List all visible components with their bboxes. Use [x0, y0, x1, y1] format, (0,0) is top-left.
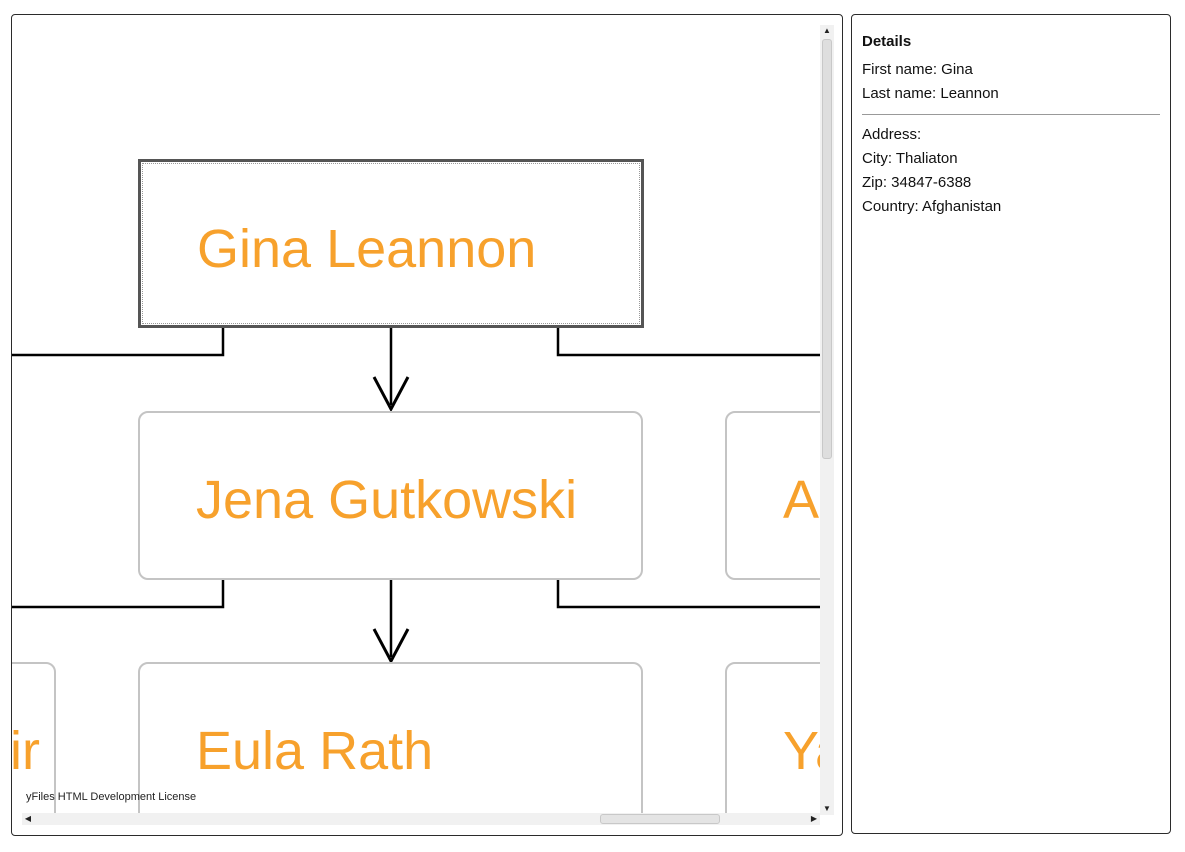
scroll-left-icon[interactable]: ◀	[24, 814, 32, 823]
details-divider	[862, 114, 1160, 115]
edge[interactable]	[12, 327, 225, 357]
node-label: Ya	[783, 721, 822, 781]
license-watermark: yFiles HTML Development License	[26, 791, 197, 803]
edge[interactable]	[556, 327, 822, 357]
horizontal-scrollbar[interactable]: ◀ ▶	[22, 813, 820, 825]
horizontal-scroll-thumb[interactable]	[600, 814, 720, 824]
vertical-scrollbar[interactable]: ▲ ▼	[820, 25, 834, 815]
edge[interactable]	[12, 579, 225, 609]
graph-canvas[interactable]: Gina Leannon Jena Gutkowski A ir Eula Ra…	[12, 15, 822, 815]
node-partial-right-middle[interactable]: A	[725, 411, 822, 580]
graph-view[interactable]: Gina Leannon Jena Gutkowski A ir Eula Ra…	[11, 14, 843, 836]
node-label: A	[783, 470, 820, 530]
node-partial-right-bottom[interactable]: Ya	[725, 662, 822, 815]
node-label: Gina Leannon	[197, 219, 537, 279]
scroll-up-icon[interactable]: ▲	[823, 26, 831, 35]
node-partial-left-bottom[interactable]: ir	[12, 662, 56, 815]
address-label: Address:	[862, 126, 922, 143]
last-name-value: Last name: Leannon	[862, 85, 999, 102]
arrowhead-icon	[372, 376, 410, 413]
node-label: Jena Gutkowski	[196, 470, 578, 530]
scroll-down-icon[interactable]: ▼	[823, 804, 831, 813]
node-gina-leannon[interactable]: Gina Leannon	[138, 159, 644, 328]
vertical-scroll-thumb[interactable]	[822, 39, 832, 459]
node-label: Eula Rath	[196, 721, 434, 781]
node-eula-rath[interactable]: Eula Rath	[138, 662, 643, 815]
first-name-value: First name: Gina	[862, 61, 973, 78]
node-label: ir	[12, 721, 40, 781]
edge[interactable]	[556, 579, 822, 609]
arrowhead-icon	[372, 628, 410, 665]
details-title: Details	[862, 33, 912, 50]
city-value: City: Thaliaton	[862, 150, 958, 167]
details-panel: Details First name: Gina Last name: Lean…	[851, 14, 1171, 834]
zip-value: Zip: 34847-6388	[862, 174, 972, 191]
edges-layer	[12, 327, 822, 665]
scroll-right-icon[interactable]: ▶	[810, 814, 818, 823]
country-value: Country: Afghanistan	[862, 198, 1002, 215]
node-jena-gutkowski[interactable]: Jena Gutkowski	[138, 411, 643, 580]
